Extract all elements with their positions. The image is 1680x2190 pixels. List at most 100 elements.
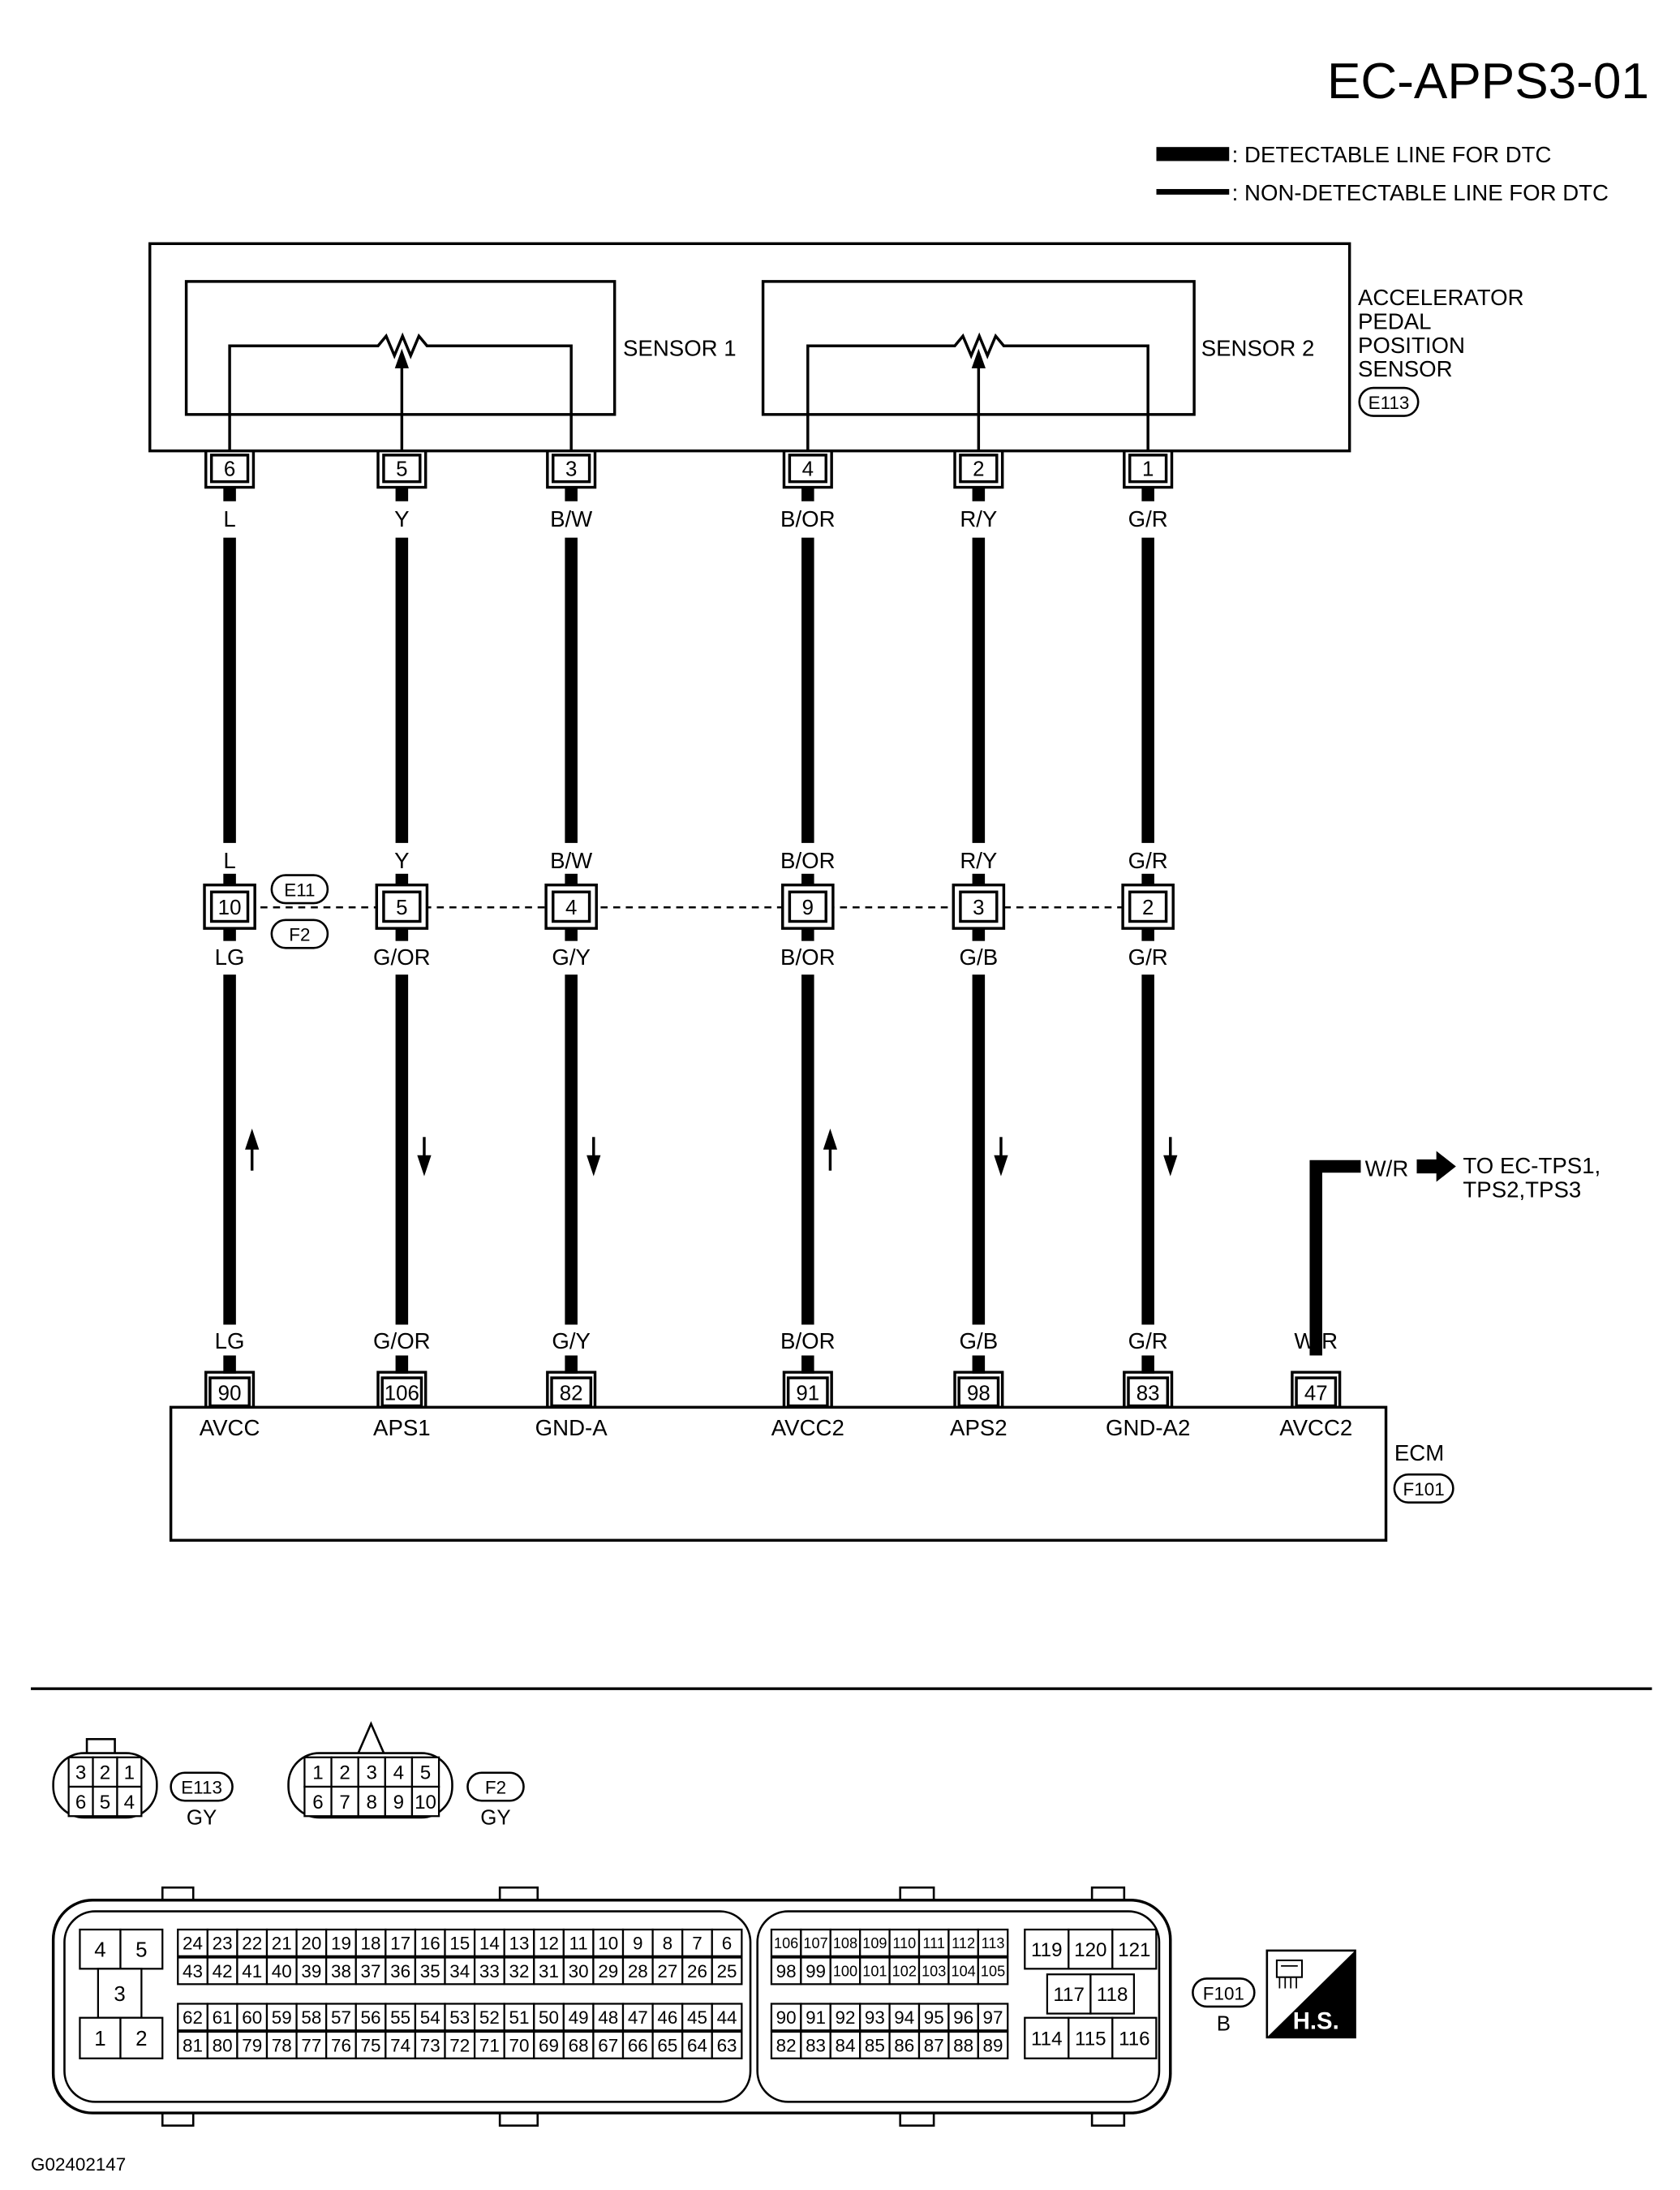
badge-oval <box>1393 1473 1454 1504</box>
pin-number: 51 <box>509 2007 529 2028</box>
pin-cell-outline <box>473 1956 505 1986</box>
pin-cell: 97 <box>977 2003 1009 2032</box>
pin-cell: 45 <box>681 2003 713 2032</box>
pin-number: 49 <box>569 2007 589 2028</box>
pin-cell: 91 <box>800 2003 831 2032</box>
sensor-connector-pin: 2 <box>953 450 1004 489</box>
pin-cell-outline <box>385 2003 417 2032</box>
pin-cell: 90 <box>770 2003 802 2032</box>
pin-cell: 4 <box>116 1785 143 1818</box>
badge-oval <box>1358 386 1420 417</box>
wire-color-label: LG <box>215 1328 245 1353</box>
pin-housing <box>1291 1370 1342 1408</box>
pin-cell-outline <box>265 2003 298 2032</box>
pin-number: 76 <box>331 2035 351 2055</box>
pin-cell: 7 <box>330 1785 359 1818</box>
wire-color-label: B/OR <box>780 1328 836 1353</box>
arrow-down-icon <box>586 1137 601 1177</box>
pin-cavity <box>552 454 591 484</box>
pin-number: 105 <box>981 1963 1005 1979</box>
pin-number: 118 <box>1097 1984 1128 2006</box>
ecm-terminal-name: GND-A2 <box>1106 1415 1190 1440</box>
non-detectable-line-swatch <box>1156 188 1230 195</box>
pin-number: 81 <box>183 2035 203 2055</box>
pin-cell: 2 <box>119 2016 164 2059</box>
pin-cell: 8 <box>357 1785 386 1818</box>
wire-color-label: G/R <box>1128 1328 1168 1353</box>
arrow-down-icon <box>994 1137 1008 1177</box>
connector-id: F2 <box>485 1778 506 1798</box>
pin-cell-outline <box>385 1928 417 1957</box>
pin-number: 40 <box>272 1961 292 1981</box>
pin-cell: 46 <box>651 2003 684 2032</box>
page-title: EC-APPS3-01 <box>1327 54 1649 110</box>
pin-number: 31 <box>539 1961 559 1981</box>
pin-number: 30 <box>569 1961 589 1981</box>
sensor-pin-number: 3 <box>565 458 577 481</box>
sensor-pin-number: 4 <box>802 458 814 481</box>
pin-cell-outline <box>562 2003 595 2032</box>
pin-cell: 74 <box>385 2030 417 2059</box>
ecm-box <box>169 1405 1388 1542</box>
pin-cell: 52 <box>473 2003 505 2032</box>
pin-cell: 41 <box>236 1956 269 1986</box>
ecm-pin-number: 98 <box>967 1383 990 1405</box>
pin-cell-outline <box>354 2030 387 2059</box>
pin-number: 20 <box>301 1933 321 1953</box>
pin-cell-outline <box>67 1785 94 1818</box>
pin-cell: 1 <box>116 1756 143 1788</box>
pin-cell: 2 <box>92 1756 118 1788</box>
arrow-down-icon <box>417 1137 432 1177</box>
pin-number: 80 <box>213 2035 233 2055</box>
ecm-terminal-name: AVCC2 <box>1279 1415 1352 1440</box>
icon-body <box>1275 1959 1304 1978</box>
pin-cell: 61 <box>206 2003 238 2032</box>
connector-id: F101 <box>1203 1983 1244 2003</box>
pin-cell: 13 <box>503 1928 535 1957</box>
pin-number: 36 <box>390 1961 410 1981</box>
pin-cell: 3 <box>357 1756 386 1788</box>
pin-cell: 3 <box>67 1756 94 1788</box>
inline-connector-pin: 4 <box>544 883 598 930</box>
pin-cell-outline <box>410 1785 440 1818</box>
pin-cell: 59 <box>265 2003 298 2032</box>
pin-number: 6 <box>722 1933 732 1953</box>
wire-color-label: G/OR <box>373 1328 431 1353</box>
pin-cell-outline <box>177 1928 208 1957</box>
pin-cell: 103 <box>917 1956 950 1986</box>
pin-cell-outline <box>917 1956 950 1986</box>
sensor-connector-pin: 5 <box>376 450 428 489</box>
pin-cell: 72 <box>444 2030 476 2059</box>
pin-cell: 98 <box>770 1956 802 1986</box>
pin-number: 65 <box>657 2035 677 2055</box>
pin-number: 89 <box>983 2035 1003 2055</box>
pin-cell-outline <box>503 2003 535 2032</box>
pin-cell: 34 <box>444 1956 476 1986</box>
pin-number: 5 <box>420 1762 431 1784</box>
ecm-pin-number: 82 <box>560 1383 583 1405</box>
pin-cavity <box>959 890 999 923</box>
ecm-connector-badge: F101 <box>1393 1473 1454 1504</box>
pin-number: 86 <box>894 2035 914 2055</box>
pin-number: 34 <box>449 1961 470 1981</box>
pin-housing <box>953 1370 1004 1408</box>
pin-cell-outline <box>414 2030 446 2059</box>
arrow-up-icon <box>245 1128 260 1171</box>
pin-cell: 95 <box>917 2003 950 2032</box>
pin-number: 110 <box>892 1935 916 1951</box>
pin-number: 91 <box>806 2007 826 2028</box>
pin-housing <box>1123 1370 1174 1408</box>
arrow-head <box>994 1155 1008 1177</box>
pin-cell: 86 <box>888 2030 921 2059</box>
pin-number: 84 <box>835 2035 855 2055</box>
pin-cell: 10 <box>410 1785 440 1818</box>
pin-cell-outline <box>1111 1928 1158 1970</box>
pin-number: 26 <box>687 1961 707 1981</box>
inline-connector-bottom-id: F2 <box>289 925 310 945</box>
pin-cell: 102 <box>888 1956 921 1986</box>
pin-number: 41 <box>242 1961 262 1981</box>
pin-number: 4 <box>393 1762 404 1784</box>
connector-color: B <box>1217 2012 1231 2035</box>
